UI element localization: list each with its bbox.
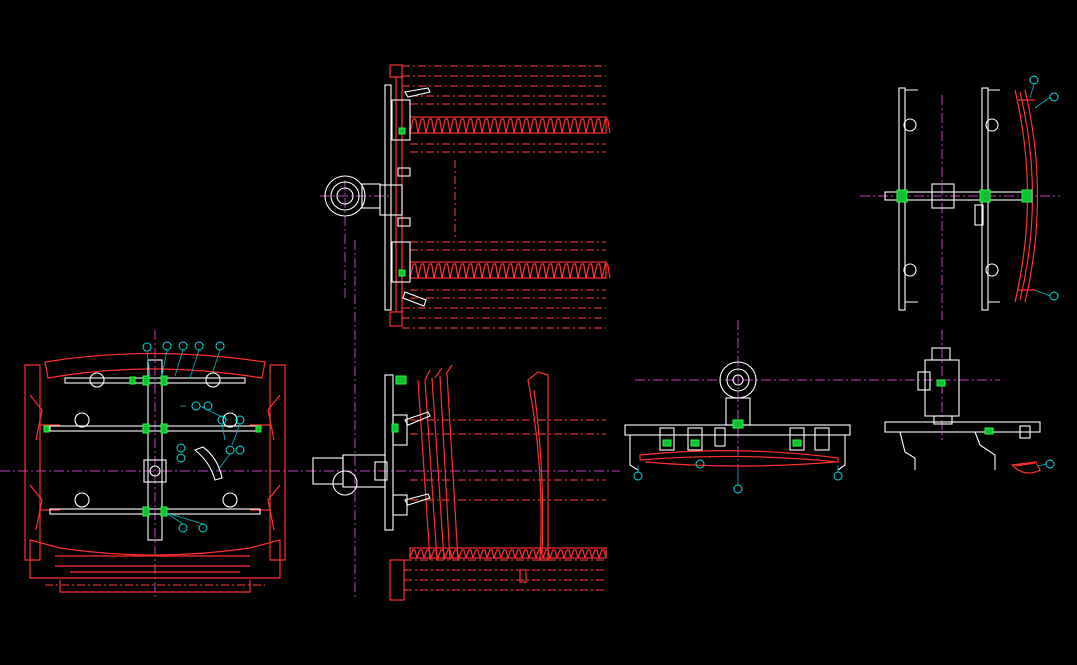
centerlines bbox=[0, 95, 1060, 600]
front-view-left bbox=[24, 341, 286, 593]
joints bbox=[43, 375, 262, 517]
rf-beam bbox=[624, 361, 851, 471]
rs-callouts bbox=[1037, 459, 1055, 469]
rf-fingers bbox=[639, 450, 839, 467]
side-view-right bbox=[884, 347, 1055, 474]
main-beam bbox=[379, 84, 431, 311]
rs-joints bbox=[936, 379, 994, 435]
top-view-center bbox=[324, 64, 611, 329]
top-view-right bbox=[884, 75, 1059, 311]
vertical-fingers bbox=[417, 364, 549, 561]
rs-finger bbox=[1010, 461, 1041, 474]
joints-side bbox=[391, 375, 407, 433]
side-beam bbox=[312, 374, 431, 531]
rs-beam bbox=[884, 347, 1041, 470]
joints-top bbox=[398, 127, 406, 277]
rt-joints bbox=[896, 189, 1033, 203]
rt-callouts bbox=[1029, 75, 1059, 301]
frame-outline bbox=[24, 352, 286, 593]
gear-racks bbox=[409, 116, 611, 279]
cross-bars bbox=[49, 359, 261, 541]
rf-joints bbox=[662, 419, 802, 447]
clamps bbox=[74, 372, 238, 508]
side-frame bbox=[389, 419, 607, 601]
rt-fingers bbox=[1014, 89, 1039, 303]
callouts bbox=[142, 341, 245, 533]
side-view-center bbox=[312, 364, 607, 601]
drive-motor bbox=[324, 175, 381, 217]
front-view-right bbox=[624, 361, 851, 494]
rf-callouts bbox=[633, 459, 843, 494]
frame-rails bbox=[389, 64, 606, 329]
